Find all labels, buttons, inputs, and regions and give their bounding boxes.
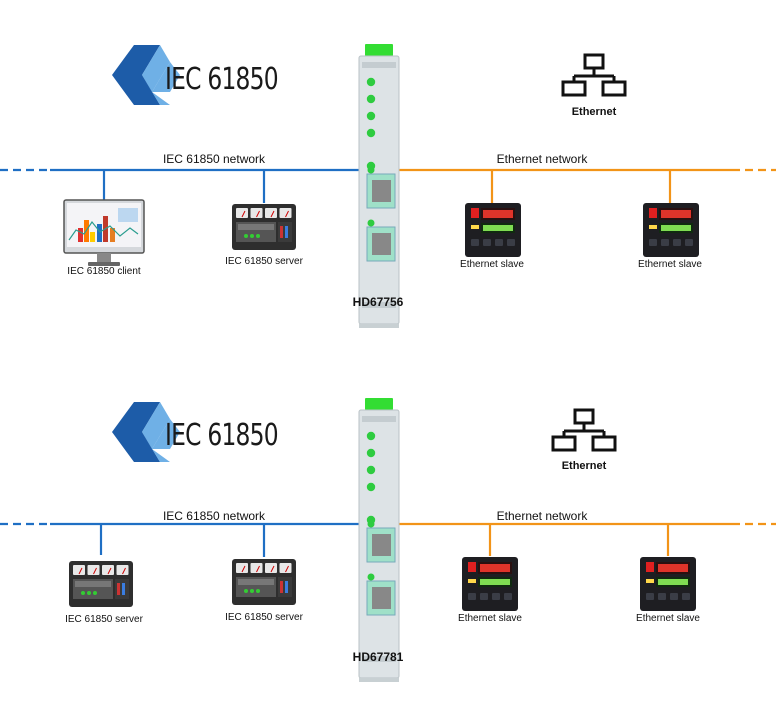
status-led <box>366 111 376 121</box>
port-led <box>367 219 375 227</box>
device-label-server: IEC 61850 server <box>225 256 303 267</box>
device-label-ethernet-slave: Ethernet slave <box>460 259 524 270</box>
ethernet-network-label: Ethernet network <box>496 152 588 166</box>
gateway-connector <box>365 44 393 56</box>
gateway-connector <box>365 398 393 410</box>
ethernet-icon-label: Ethernet <box>571 106 617 118</box>
status-led <box>366 94 376 104</box>
iec-61850-logo <box>112 402 180 462</box>
iec-61850-logo <box>112 45 180 105</box>
gateway-module <box>358 398 400 682</box>
device-label-server: IEC 61850 server <box>225 612 303 623</box>
port-led <box>367 573 375 581</box>
port-led <box>367 166 375 174</box>
status-led <box>366 128 376 138</box>
ethernet-network-label: Ethernet network <box>496 509 588 523</box>
server-device-icon <box>69 561 133 607</box>
ethernet-icon <box>551 408 617 452</box>
ethernet-slave-controller-icon <box>465 203 521 257</box>
status-led <box>366 77 376 87</box>
iec-network-label: IEC 61850 network <box>162 509 266 523</box>
status-led <box>366 465 376 475</box>
iec-network-label: IEC 61850 network <box>162 152 266 166</box>
device-label-ethernet-slave: Ethernet slave <box>636 613 700 624</box>
monitor-icon <box>63 199 145 266</box>
port-led <box>367 520 375 528</box>
device-label-server: IEC 61850 server <box>65 614 143 625</box>
device-label-ethernet-slave: Ethernet slave <box>638 259 702 270</box>
server-device-icon <box>232 559 296 605</box>
iec-61850-logo-text: IEC 61850 <box>165 62 279 97</box>
gateway-label: HD67756 <box>352 295 404 309</box>
gateway-label: HD67781 <box>352 650 404 664</box>
device-label-ethernet-slave: Ethernet slave <box>458 613 522 624</box>
device-label-client: IEC 61850 client <box>67 266 141 277</box>
status-led <box>366 431 376 441</box>
ethernet-slave-controller-icon <box>640 557 696 611</box>
server-device-icon <box>232 204 296 250</box>
iec-61850-logo-text: IEC 61850 <box>165 418 279 453</box>
ethernet-slave-controller-icon <box>462 557 518 611</box>
status-led <box>366 448 376 458</box>
ethernet-slave-controller-icon <box>643 203 699 257</box>
ethernet-icon <box>561 53 627 97</box>
ethernet-icon-label: Ethernet <box>561 460 607 472</box>
status-led <box>366 482 376 492</box>
gateway-module <box>358 44 400 328</box>
